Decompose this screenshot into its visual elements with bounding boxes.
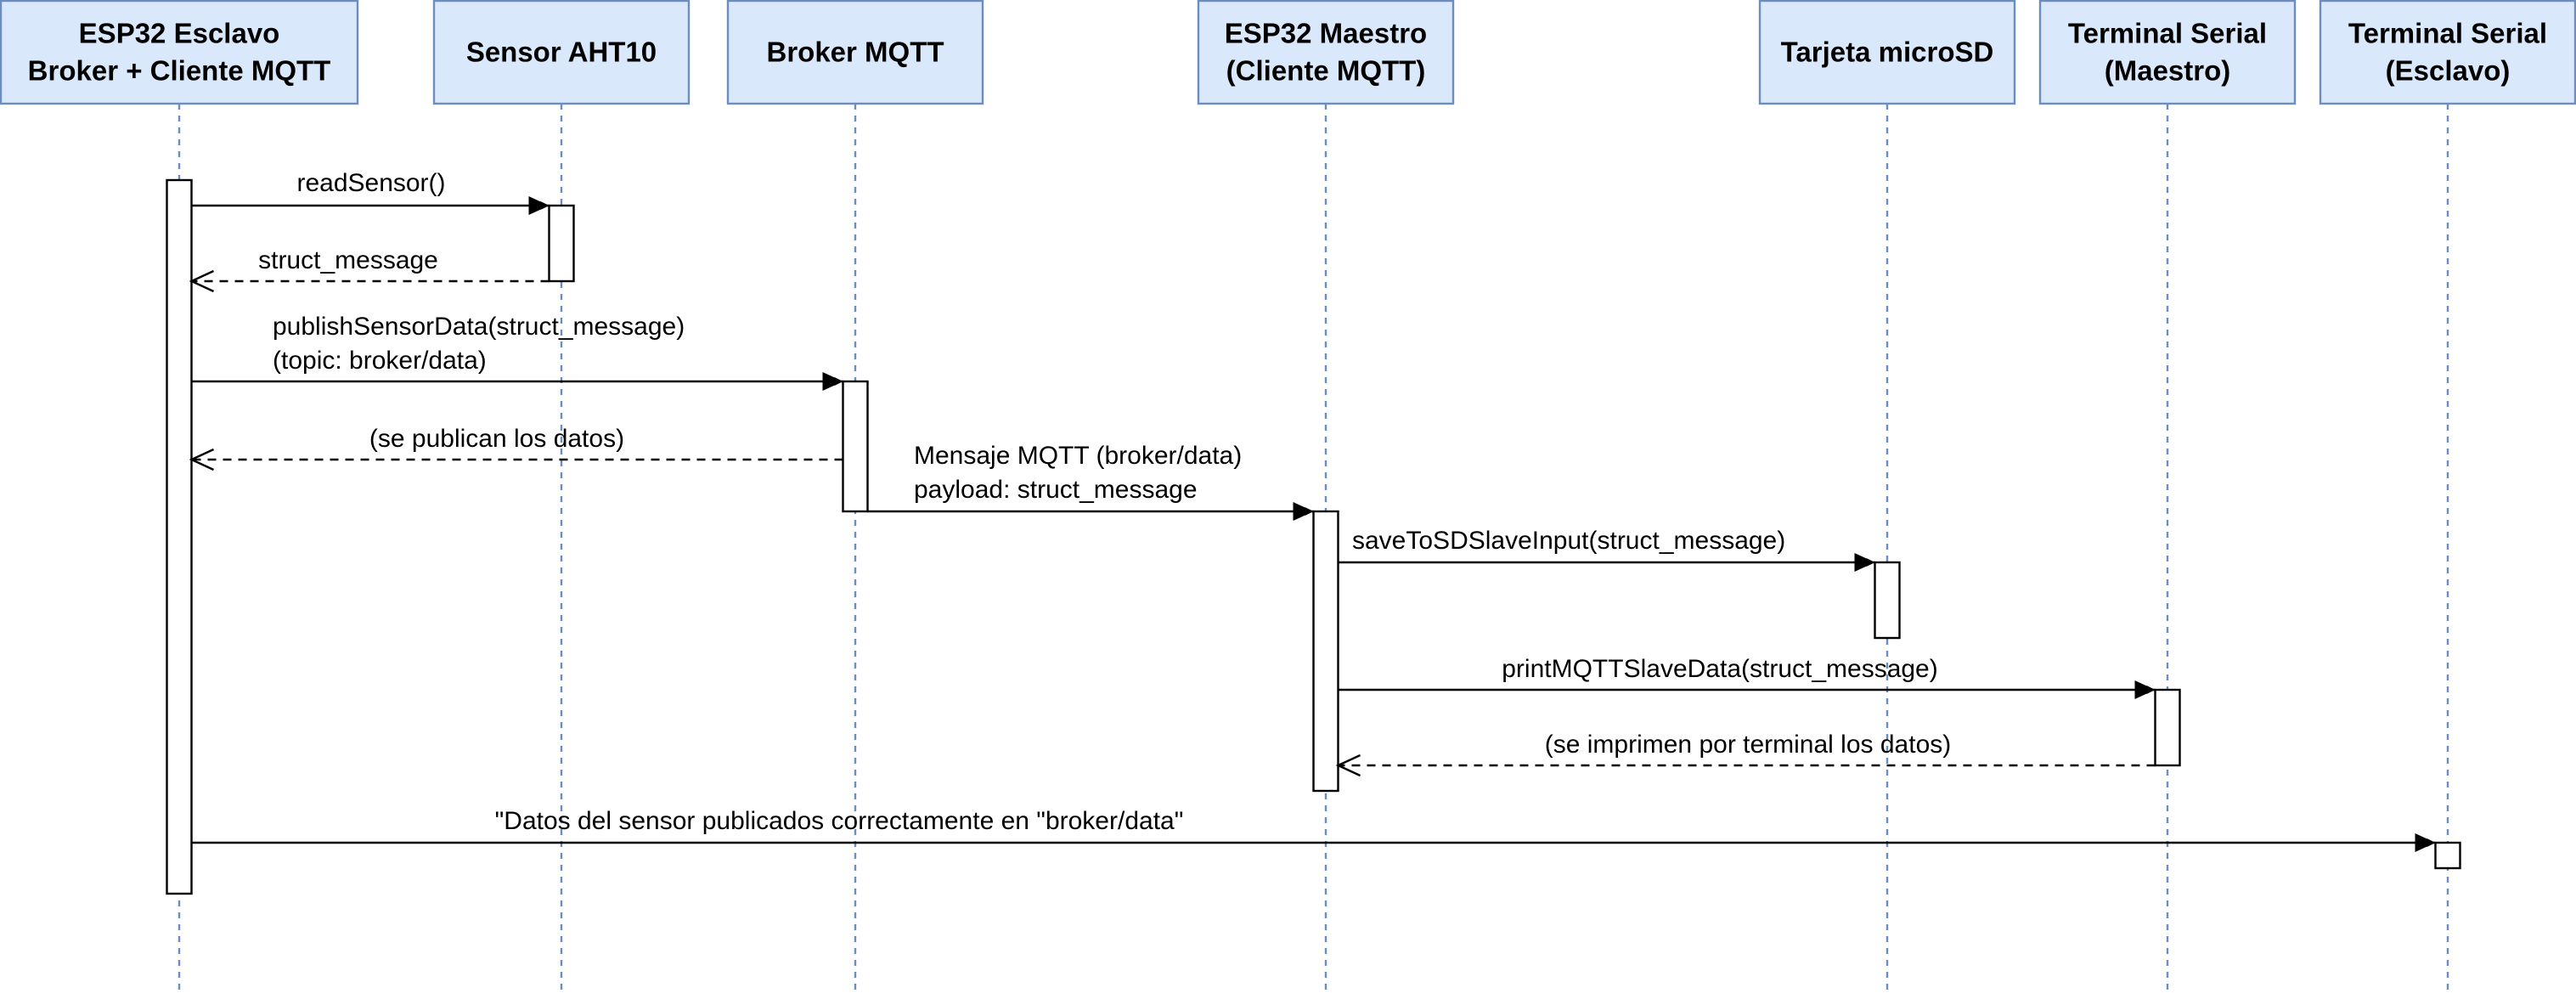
open-arrowhead-icon <box>189 269 215 293</box>
message-label: publishSensorData(struct_message) <box>273 313 685 341</box>
participant-broker: Broker MQTT <box>726 0 984 105</box>
participant-label: Broker + Cliente MQTT <box>28 55 331 87</box>
participant-label: (Esclavo) <box>2386 55 2511 87</box>
message-label: struct_message <box>258 246 438 274</box>
filled-arrowhead-icon <box>1854 553 1875 572</box>
participant-box <box>2319 0 2576 105</box>
participant-box <box>432 0 691 105</box>
message-label: "Datos del sensor publicados correctamen… <box>495 807 1184 835</box>
open-arrowhead-icon <box>1335 753 1361 777</box>
message-label: (se imprimen por terminal los datos) <box>1545 731 1952 759</box>
message-label: Mensaje MQTT (broker/data) <box>914 442 1242 470</box>
message-8: (se imprimen por terminal los datos) <box>1335 731 2156 777</box>
participant-label: Tarjeta microSD <box>1781 37 1994 68</box>
filled-arrowhead-icon <box>2415 833 2436 852</box>
participant-label: Sensor AHT10 <box>466 37 657 68</box>
filled-arrowhead-icon <box>528 196 550 215</box>
message-3: publishSensorData(struct_message) (topic:… <box>191 313 843 391</box>
messages-layer: readSensor() struct_message publishSensorD… <box>189 169 2436 852</box>
filled-arrowhead-icon <box>1293 502 1314 521</box>
participant-box <box>2038 0 2297 105</box>
participant-label: Broker MQTT <box>766 37 944 68</box>
message-label: (se publican los datos) <box>369 425 624 453</box>
activation-bar-term_esclavo <box>2434 841 2461 870</box>
message-9: "Datos del sensor publicados correctamen… <box>191 807 2436 852</box>
participant-label: ESP32 Esclavo <box>79 18 280 49</box>
open-arrowhead-icon <box>189 448 215 471</box>
participant-maestro: ESP32 Maestro (Cliente MQTT) <box>1197 0 1455 105</box>
message-label: printMQTTSlaveData(struct_message) <box>1502 655 1938 683</box>
message-1: readSensor() <box>191 169 550 215</box>
filled-arrowhead-icon <box>2134 680 2156 699</box>
activations-layer <box>166 178 2461 895</box>
message-2: struct_message <box>189 246 550 293</box>
participant-label: Terminal Serial <box>2068 18 2267 49</box>
participant-term_esclavo: Terminal Serial (Esclavo) <box>2319 0 2576 105</box>
participant-box <box>0 0 359 105</box>
participant-box <box>726 0 984 105</box>
activation-bar-term_maestro <box>2154 688 2181 767</box>
message-label: payload: struct_message <box>914 476 1198 504</box>
participant-label: (Cliente MQTT) <box>1226 55 1426 87</box>
participant-box <box>1197 0 1455 105</box>
activation-bar-sensor <box>548 204 575 283</box>
participant-microsd: Tarjeta microSD <box>1758 0 2016 105</box>
activation-bar-broker <box>842 380 869 513</box>
message-6: saveToSDSlaveInput(struct_message) <box>1338 527 1875 572</box>
participant-sensor: Sensor AHT10 <box>432 0 691 105</box>
message-label: saveToSDSlaveInput(struct_message) <box>1352 527 1785 555</box>
activation-bar-microsd <box>1874 561 1901 640</box>
message-5: Mensaje MQTT (broker/data) payload: struc… <box>867 442 1314 521</box>
message-label: (topic: broker/data) <box>273 347 487 375</box>
participant-label: (Maestro) <box>2105 55 2231 87</box>
message-label: readSensor() <box>296 169 445 197</box>
filled-arrowhead-icon <box>822 372 843 391</box>
participant-box <box>1758 0 2016 105</box>
activation-bar-maestro <box>1312 510 1339 793</box>
participant-term_maestro: Terminal Serial (Maestro) <box>2038 0 2297 105</box>
activation-bar-esclavo <box>166 178 193 895</box>
message-7: printMQTTSlaveData(struct_message) <box>1338 655 2156 699</box>
participant-label: Terminal Serial <box>2348 18 2547 49</box>
participant-label: ESP32 Maestro <box>1225 18 1427 49</box>
message-4: (se publican los datos) <box>189 425 843 471</box>
